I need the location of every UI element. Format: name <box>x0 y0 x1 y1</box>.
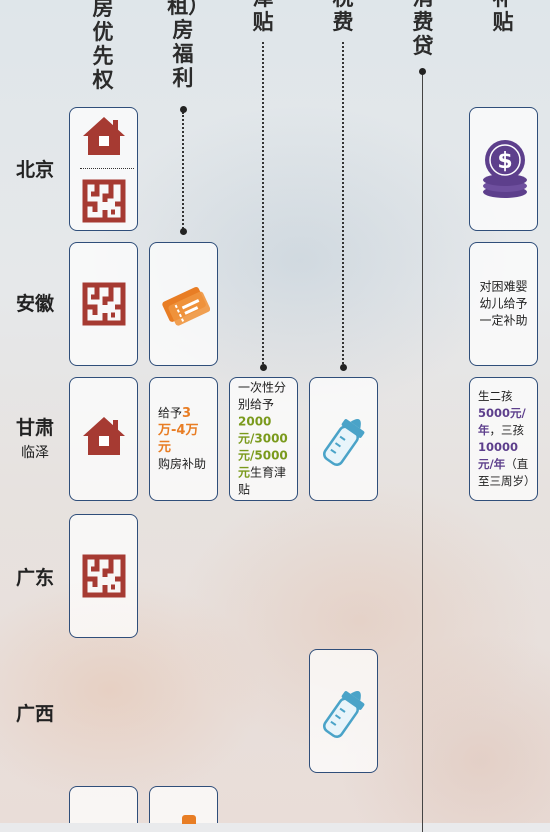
gansu-subsidy-text: 生二孩 5000元/年，三孩 10000元/年（直至三周岁） <box>470 388 537 490</box>
card-next-rent <box>149 786 218 824</box>
ticket-icon <box>182 815 196 824</box>
connector-dot <box>180 228 187 235</box>
connector-rent <box>182 112 184 232</box>
gansu-allowance-suffix: 生育津贴 <box>238 465 287 497</box>
card-gansu-rent: 给予3万-4万元 购房补助 <box>149 377 218 501</box>
city-beijing: 北京 <box>15 159 54 181</box>
card-gansu-housing <box>69 377 138 501</box>
baby-bottle-icon <box>323 419 365 466</box>
connector-allowance <box>262 42 264 368</box>
city-anhui: 安徽 <box>15 293 54 315</box>
gansu-rent-suffix: 购房补助 <box>158 457 207 471</box>
header-housing-priority: 房优先权 <box>92 0 114 92</box>
card-gansu-allowance: 一次性分别给予2000元/3000元/5000元生育津贴 <box>229 377 298 501</box>
card-next-housing <box>69 786 138 823</box>
header-tax-fee: 税费 <box>332 0 354 34</box>
connector-dot <box>419 68 426 75</box>
gansu-allowance-amounts: 2000元/3000元/5000元 <box>238 414 288 480</box>
connector-dot <box>340 364 347 371</box>
gansu-allowance-text: 一次性分别给予2000元/3000元/5000元生育津贴 <box>230 380 297 499</box>
floorplan-icon <box>82 179 126 223</box>
header-rent-benefit: 租）房福利 <box>167 0 199 90</box>
card-anhui-subsidy: 对困难婴幼儿给予一定补助 <box>469 242 538 366</box>
header-subsidy: 补贴 <box>492 0 514 34</box>
gansu-subsidy-mid: ，三孩 <box>489 423 525 437</box>
floorplan-icon <box>82 282 126 326</box>
ticket-icon <box>162 286 210 326</box>
card-guangxi-tax <box>309 649 378 773</box>
city-gansu-sub: 临泽 <box>21 445 49 461</box>
house-icon <box>83 117 125 155</box>
svg-text:$: $ <box>497 149 512 174</box>
beijing-divider <box>80 168 134 169</box>
gansu-rent-amount: 3万-4万元 <box>158 406 199 455</box>
city-gansu: 甘肃临泽 <box>0 413 70 462</box>
card-anhui-housing <box>69 242 138 366</box>
gansu-subsidy-amount2: 10000元/年 <box>478 440 519 471</box>
card-beijing-housing <box>69 107 138 231</box>
gansu-rent-prefix: 给予 <box>158 406 183 420</box>
gansu-subsidy-prefix: 生二孩 <box>478 389 513 403</box>
card-anhui-rent <box>149 242 218 366</box>
header-consumer-loan: 消费贷 <box>412 0 434 58</box>
floorplan-icon <box>82 554 126 598</box>
gansu-rent-text: 给予3万-4万元 购房补助 <box>150 405 217 473</box>
city-guangxi: 广西 <box>15 703 54 725</box>
card-beijing-subsidy: $ <box>469 107 538 231</box>
card-guangdong-housing <box>69 514 138 638</box>
header-allowance: 津贴 <box>252 0 274 34</box>
coins-dollar-icon: $ <box>483 140 527 198</box>
gansu-subsidy-amount1: 5000元/年 <box>478 406 526 437</box>
baby-bottle-icon <box>323 691 365 738</box>
gansu-allowance-prefix: 一次性分别给予 <box>238 380 287 412</box>
house-icon <box>83 417 125 455</box>
connector-dot <box>260 364 267 371</box>
connector-tax <box>342 42 344 368</box>
anhui-subsidy-text: 对困难婴幼儿给予一定补助 <box>479 279 528 328</box>
city-guangdong: 广东 <box>15 567 54 589</box>
card-gansu-tax <box>309 377 378 501</box>
card-gansu-subsidy: 生二孩 5000元/年，三孩 10000元/年（直至三周岁） <box>469 377 538 501</box>
connector-consumer-loan <box>422 72 423 832</box>
gansu-subsidy-suffix: （直至三周岁） <box>478 457 536 488</box>
connector-dot <box>180 106 187 113</box>
